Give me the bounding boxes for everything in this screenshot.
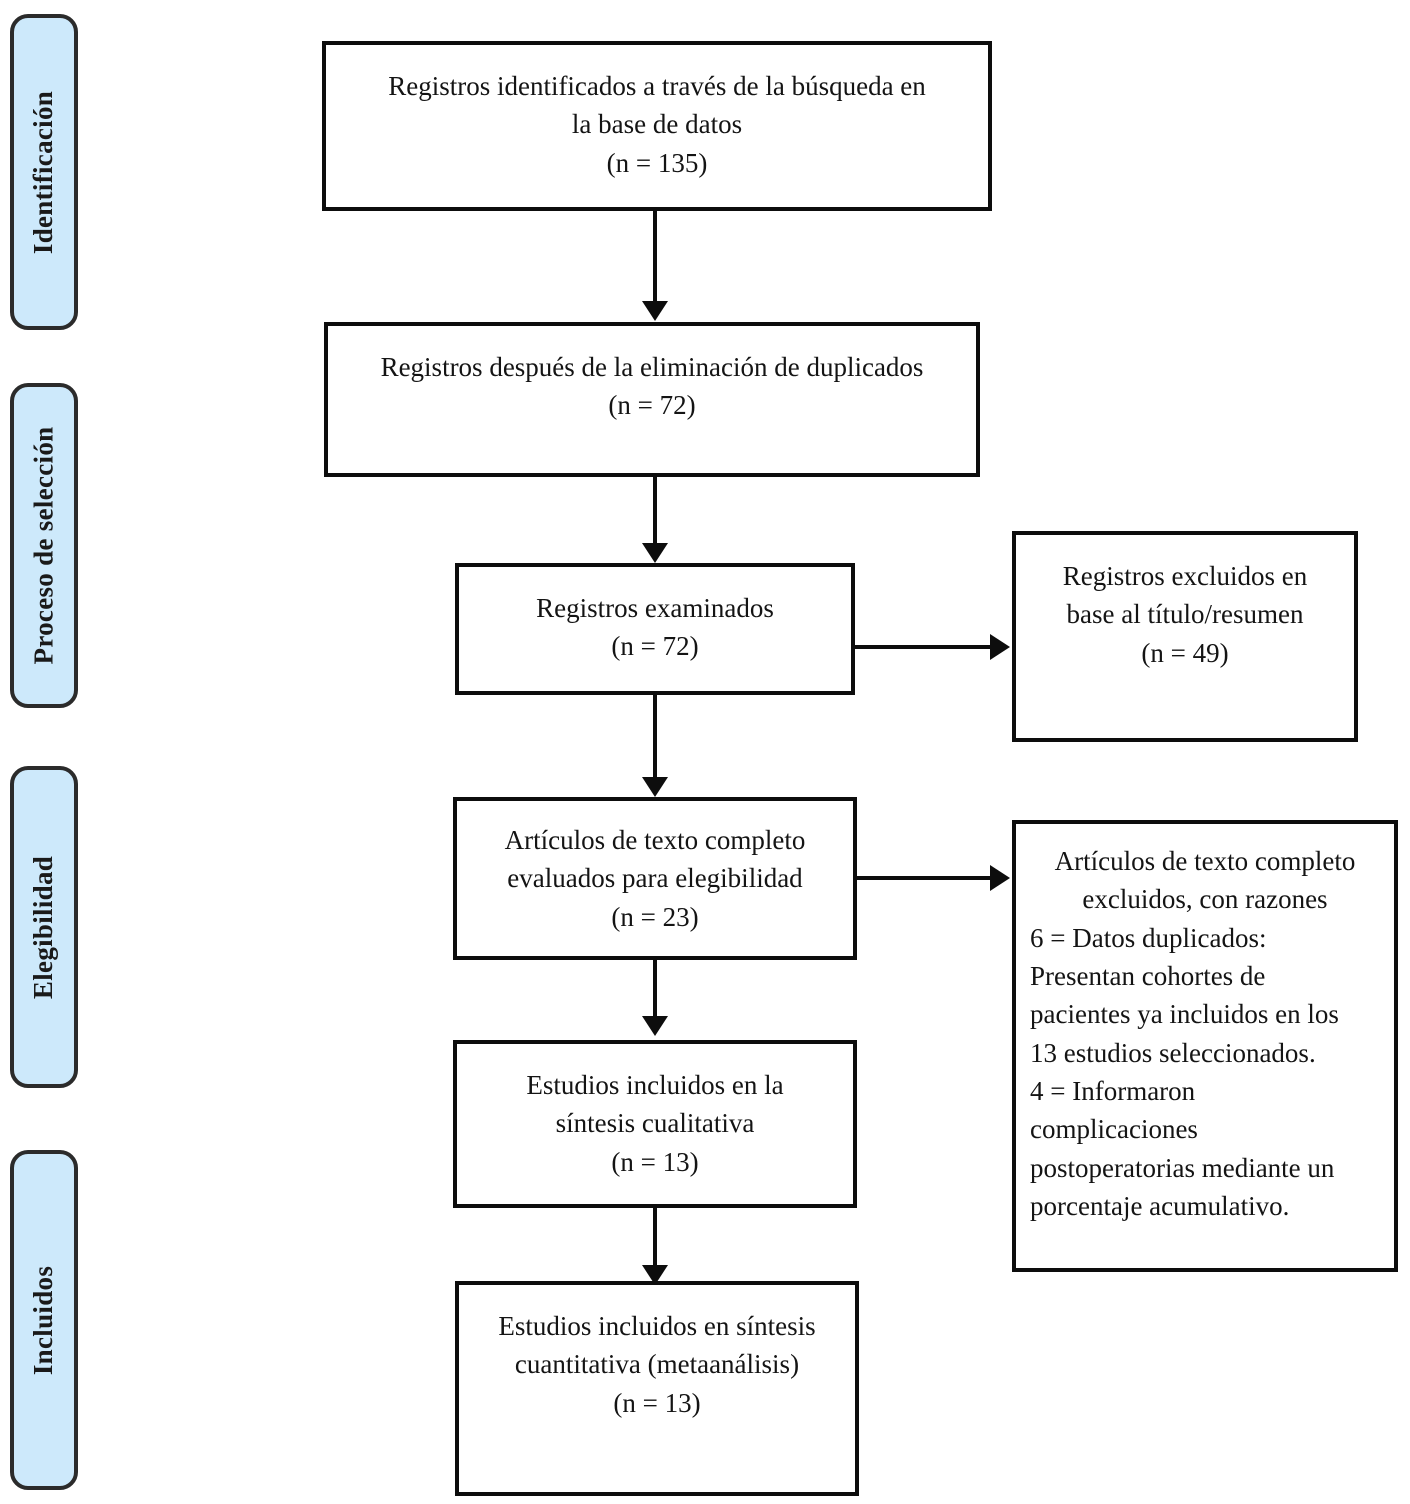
stage-label-identificacion: Identificación xyxy=(28,90,59,254)
connector-line-7 xyxy=(653,1208,657,1267)
box-records-after-duplicates: Registros después de la eliminación de d… xyxy=(324,322,980,477)
box-records-screened-text: Registros examinados (n = 72) xyxy=(536,593,774,662)
box-fulltext-excluded-heading: Artículos de texto completo excluidos, c… xyxy=(1054,846,1356,915)
box-records-identified: Registros identificados a través de la b… xyxy=(322,41,992,211)
box-quantitative-synthesis-text: Estudios incluidos en síntesis cuantitat… xyxy=(498,1311,816,1418)
connector-arrowhead-4 xyxy=(642,777,668,797)
connector-arrowhead-3-horizontal xyxy=(990,634,1010,660)
box-records-identified-text: Registros identificados a través de la b… xyxy=(388,71,926,178)
connector-line-3-horizontal xyxy=(855,645,992,649)
connector-line-6 xyxy=(653,960,657,1018)
stage-pill-proceso-de-seleccion: Proceso de selección xyxy=(10,383,78,708)
stage-pill-elegibilidad: Elegibilidad xyxy=(10,766,78,1088)
stage-label-proceso-de-seleccion: Proceso de selección xyxy=(28,426,59,665)
box-fulltext-assessed: Artículos de texto completo evaluados pa… xyxy=(453,797,857,960)
connector-arrowhead-5-horizontal xyxy=(990,865,1010,891)
box-fulltext-excluded-reasons: 6 = Datos duplicados: Presentan cohortes… xyxy=(1030,922,1339,1221)
box-fulltext-excluded: Artículos de texto completo excluidos, c… xyxy=(1012,820,1398,1272)
box-qualitative-synthesis: Estudios incluidos en la síntesis cualit… xyxy=(453,1040,857,1208)
connector-line-1 xyxy=(653,211,657,303)
stage-label-elegibilidad: Elegibilidad xyxy=(28,855,59,999)
box-fulltext-assessed-text: Artículos de texto completo evaluados pa… xyxy=(504,825,806,932)
stage-pill-incluidos: Incluidos xyxy=(10,1150,78,1490)
box-quantitative-synthesis: Estudios incluidos en síntesis cuantitat… xyxy=(455,1281,859,1496)
connector-line-2 xyxy=(653,477,657,545)
connector-line-5-horizontal xyxy=(857,876,992,880)
connector-arrowhead-1 xyxy=(642,301,668,321)
box-records-excluded-text: Registros excluidos en base al título/re… xyxy=(1062,561,1308,668)
box-records-excluded: Registros excluidos en base al título/re… xyxy=(1012,531,1358,742)
box-records-screened: Registros examinados (n = 72) xyxy=(455,563,855,695)
connector-line-4 xyxy=(653,695,657,779)
box-qualitative-synthesis-text: Estudios incluidos en la síntesis cualit… xyxy=(526,1070,784,1177)
connector-arrowhead-6 xyxy=(642,1016,668,1036)
box-records-after-duplicates-text: Registros después de la eliminación de d… xyxy=(380,352,924,421)
connector-arrowhead-2 xyxy=(642,543,668,563)
stage-pill-identificacion: Identificación xyxy=(10,14,78,330)
connector-arrowhead-7 xyxy=(642,1265,668,1285)
stage-label-incluidos: Incluidos xyxy=(28,1265,59,1375)
